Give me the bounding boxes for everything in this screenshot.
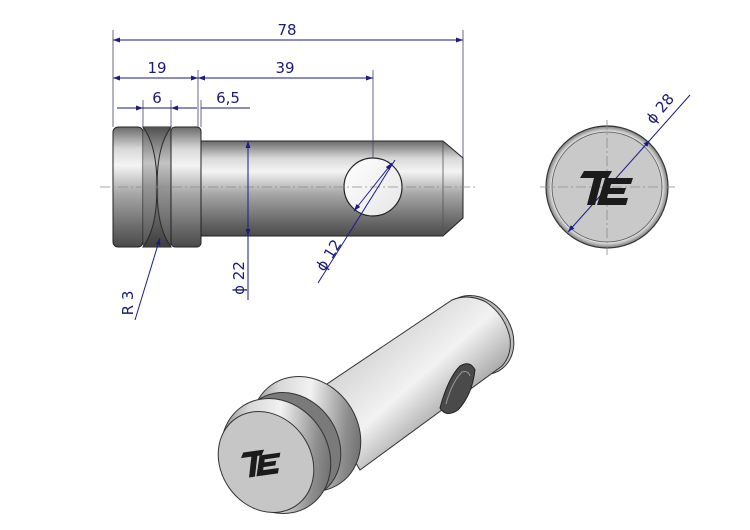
- te-logo-iso-view: [241, 449, 281, 478]
- isometric-view: [217, 294, 515, 514]
- dim-shaft-diameter: ϕ 22: [230, 261, 248, 295]
- dim-groove-offset: 6,5: [216, 89, 240, 107]
- iso-cross-hole: [439, 363, 476, 414]
- te-logo-end-view: TE: [580, 171, 633, 205]
- side-view: 78 19 39 6 6,5 R 3 ϕ 22 ϕ 12: [100, 21, 478, 321]
- dim-head-length: 19: [147, 59, 166, 77]
- iso-end-face: [217, 410, 315, 514]
- dim-overall-length: 78: [277, 21, 296, 39]
- dim-groove-width: 6: [152, 89, 162, 107]
- dim-groove-radius: R 3: [119, 291, 137, 316]
- dim-head-diameter: ϕ 28: [642, 90, 677, 127]
- dim-hole-diameter: ϕ 12: [312, 236, 345, 274]
- shaft: [200, 140, 464, 237]
- end-view: ϕ 28 TE: [540, 90, 691, 255]
- iso-shaft: [314, 296, 511, 471]
- dim-hole-position: 39: [275, 59, 294, 77]
